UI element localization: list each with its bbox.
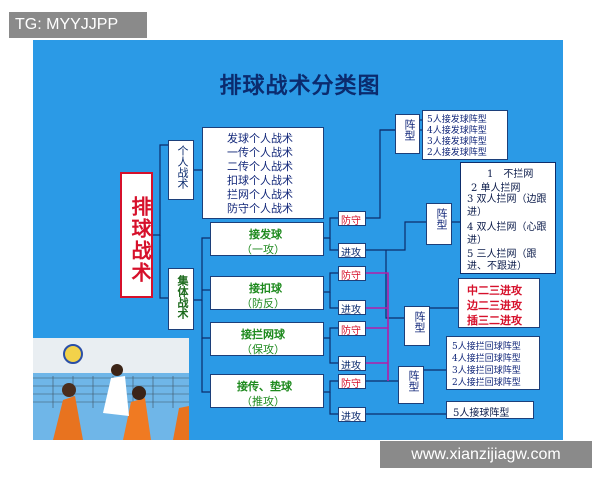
collective-label: 集体战术	[176, 275, 189, 319]
cover-list: 5人接拦回球阵型 4人接拦回球阵型 3人接拦回球阵型 2人接拦回球阵型	[446, 336, 540, 390]
formation-label: 阵型	[435, 208, 448, 230]
blocking-item: 3 双人拦网（边跟进）	[467, 194, 547, 218]
formation-box: 阵型	[404, 306, 430, 346]
individual-item: 二传个人战术	[227, 160, 293, 173]
formation-label: 阵型	[407, 370, 420, 392]
watermark-bottom: www.xianzijiagw.com	[380, 441, 592, 468]
root-label: 排球战术	[128, 196, 152, 284]
defense-label: 防守	[341, 216, 361, 227]
attack-form-item: 边二三进攻	[467, 299, 522, 312]
cover-item: 4人接拦回球阵型	[452, 354, 521, 364]
individual-label-box: 个人战术	[168, 140, 194, 200]
attack-label: 进攻	[341, 361, 361, 372]
individual-item: 扣球个人战术	[227, 174, 293, 187]
attack-forms-list: 中二三进攻 边二三进攻 插三二进攻	[458, 278, 540, 328]
reception-item: 3人接发球阵型	[427, 137, 487, 147]
formation-label: 阵型	[413, 311, 426, 333]
reception-item: 2人接发球阵型	[427, 148, 487, 158]
defense-box: 防守	[338, 321, 366, 337]
attack-label: 进攻	[341, 248, 361, 259]
individual-item: 发球个人战术	[227, 132, 293, 145]
group-sub: （一攻）	[241, 243, 285, 256]
defense-box: 防守	[338, 374, 366, 390]
blocking-item: 1 不拦网	[487, 169, 534, 180]
group-name: 接传、垫球	[237, 380, 292, 393]
attack-label: 进攻	[341, 305, 361, 316]
defense-box: 防守	[338, 211, 366, 227]
individual-label: 个人战术	[176, 145, 189, 189]
cover-item: 2人接拦回球阵型	[452, 378, 521, 388]
individual-list: 发球个人战术 一传个人战术 二传个人战术 扣球个人战术 拦网个人战术 防守个人战…	[202, 127, 324, 219]
cover-item: 3人接拦回球阵型	[452, 366, 521, 376]
individual-item: 防守个人战术	[227, 202, 293, 215]
group-sub: （防反）	[241, 297, 285, 310]
attack-form-item: 中二三进攻	[467, 284, 522, 297]
cover-item: 5人接拦回球阵型	[452, 342, 521, 352]
group-block-cover: 接拦网球 （保攻）	[210, 322, 324, 356]
defense-box: 防守	[338, 266, 366, 282]
formation-box: 阵型	[395, 114, 420, 154]
individual-item: 一传个人战术	[227, 146, 293, 159]
diagram-title: 排球战术分类图	[219, 73, 381, 99]
group-name: 接发球	[249, 228, 282, 241]
blocking-item: 5 三人拦网（跟进、不跟进）	[467, 249, 537, 272]
attack-label: 进攻	[341, 412, 361, 423]
blocking-item: 2 单人拦网	[471, 183, 521, 194]
attack-form-item: 插三二进攻	[467, 314, 522, 327]
individual-item: 拦网个人战术	[227, 188, 293, 201]
group-dig: 接扣球 （防反）	[210, 276, 324, 310]
group-reception: 接发球 （一攻）	[210, 222, 324, 256]
reception-item: 4人接发球阵型	[427, 126, 487, 136]
five-man-box: 5人接球阵型	[446, 401, 534, 419]
group-name: 接扣球	[249, 282, 282, 295]
group-sub: （保攻）	[241, 343, 285, 356]
volleyball-photo	[33, 338, 189, 440]
reception-item: 5人接发球阵型	[427, 115, 487, 125]
attack-box: 进攻	[338, 300, 366, 316]
formation-label: 阵型	[403, 119, 416, 141]
five-man-label: 5人接球阵型	[453, 408, 510, 419]
group-name: 接拦网球	[241, 328, 285, 341]
attack-box: 进攻	[338, 356, 366, 372]
defense-label: 防守	[341, 379, 361, 390]
collective-label-box: 集体战术	[168, 268, 194, 330]
attack-box: 进攻	[338, 407, 366, 423]
reception-list: 5人接发球阵型 4人接发球阵型 3人接发球阵型 2人接发球阵型	[422, 110, 508, 160]
formation-box: 阵型	[426, 203, 452, 245]
watermark-top: TG: MYYJJPP	[9, 12, 147, 38]
group-sub: （推攻）	[241, 395, 285, 408]
root-box: 排球战术	[120, 172, 153, 298]
group-pass: 接传、垫球 （推攻）	[210, 374, 324, 408]
attack-box: 进攻	[338, 243, 366, 259]
formation-box: 阵型	[398, 366, 424, 404]
defense-label: 防守	[341, 326, 361, 337]
blocking-list: 1 不拦网 2 单人拦网 3 双人拦网（边跟进） 4 双人拦网（心跟进） 5 三…	[460, 162, 556, 274]
blocking-item: 4 双人拦网（心跟进）	[467, 222, 547, 246]
defense-label: 防守	[341, 271, 361, 282]
